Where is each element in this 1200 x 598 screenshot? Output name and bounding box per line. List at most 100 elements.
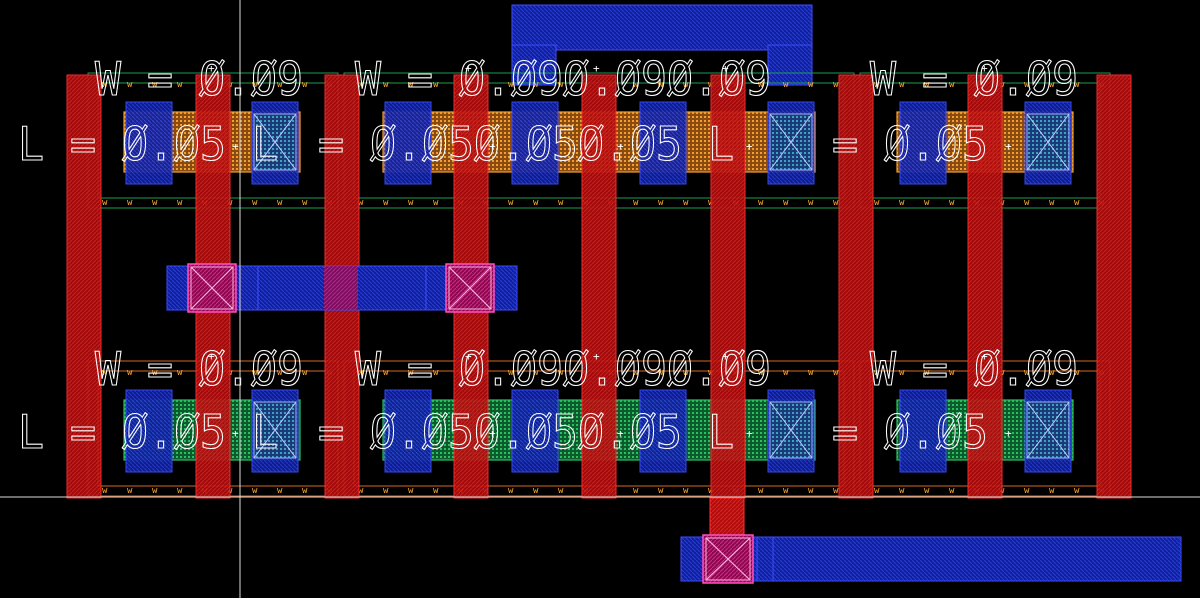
- plus-icon: +: [1005, 427, 1012, 440]
- contact-region: [639, 389, 687, 473]
- well-mark: w: [899, 486, 905, 496]
- x-box-icon: [769, 401, 813, 459]
- well-mark: w: [658, 486, 664, 496]
- bottom-metal-strap[interactable]: [680, 497, 1182, 582]
- plus-icon: +: [232, 427, 239, 440]
- well-mark: w: [833, 368, 839, 378]
- contact-region: [511, 101, 559, 185]
- well-mark: w: [558, 368, 564, 378]
- well-mark: w: [899, 368, 905, 378]
- plus-icon: +: [593, 62, 600, 75]
- well-mark: w: [558, 486, 564, 496]
- well-mark: w: [383, 198, 389, 208]
- length-label: L = Ø.Ø5 L: [18, 117, 278, 171]
- poly-gate: [1096, 74, 1132, 499]
- well-mark: w: [1049, 368, 1055, 378]
- plus-icon: +: [722, 62, 729, 75]
- well-mark: w: [949, 198, 955, 208]
- well-mark: w: [152, 368, 158, 378]
- well-mark: w: [899, 198, 905, 208]
- plus-icon: +: [746, 140, 753, 153]
- well-mark: w: [874, 486, 880, 496]
- well-mark: w: [277, 198, 283, 208]
- well-mark: w: [633, 198, 639, 208]
- well-mark: w: [277, 368, 283, 378]
- poly-gate: [710, 74, 746, 499]
- well-mark: w: [152, 486, 158, 496]
- plus-icon: +: [465, 350, 472, 363]
- plus-icon: +: [1005, 140, 1012, 153]
- well-mark: w: [683, 198, 689, 208]
- well-mark: w: [252, 368, 258, 378]
- well-mark: w: [127, 198, 133, 208]
- well-mark: w: [102, 198, 108, 208]
- well-mark: w: [949, 368, 955, 378]
- well-mark: w: [658, 368, 664, 378]
- contact-region: [899, 101, 947, 185]
- length-label: = Ø.Ø5Ø.Ø5Ø.Ø5 L: [318, 405, 734, 459]
- length-label: = Ø.Ø5Ø.Ø5Ø.Ø5 L: [318, 117, 734, 171]
- well-mark: w: [949, 486, 955, 496]
- well-mark: w: [1024, 368, 1030, 378]
- via-left[interactable]: [187, 263, 237, 313]
- well-mark: w: [1049, 198, 1055, 208]
- well-mark: w: [658, 80, 664, 90]
- well-mark: w: [127, 80, 133, 90]
- well-mark: w: [102, 486, 108, 496]
- well-mark: w: [758, 198, 764, 208]
- length-label: = Ø.Ø5: [832, 405, 988, 459]
- poly-gate: [581, 74, 617, 499]
- well-mark: w: [177, 80, 183, 90]
- top-metal-strap[interactable]: [511, 4, 813, 86]
- well-mark: w: [533, 486, 539, 496]
- well-mark: w: [408, 368, 414, 378]
- x-box-icon: [1026, 113, 1070, 171]
- well-mark: w: [383, 80, 389, 90]
- well-mark: w: [758, 368, 764, 378]
- well-mark: w: [1049, 486, 1055, 496]
- well-mark: w: [1074, 198, 1080, 208]
- well-mark: w: [1074, 80, 1080, 90]
- well-mark: w: [302, 368, 308, 378]
- well-mark: w: [783, 80, 789, 90]
- diffusion-contacts[interactable]: [125, 101, 1072, 473]
- plus-icon: +: [746, 427, 753, 440]
- well-mark: w: [924, 80, 930, 90]
- well-mark: w: [508, 368, 514, 378]
- well-mark: w: [508, 486, 514, 496]
- plus-icon: +: [981, 350, 988, 363]
- well-mark: w: [533, 80, 539, 90]
- well-mark: w: [383, 368, 389, 378]
- well-mark: w: [533, 198, 539, 208]
- via-bottom[interactable]: [702, 534, 754, 584]
- well-mark: w: [808, 198, 814, 208]
- well-mark: w: [558, 198, 564, 208]
- well-mark: w: [758, 486, 764, 496]
- plus-icon: +: [208, 62, 215, 75]
- well-mark: w: [508, 80, 514, 90]
- well-mark: w: [683, 368, 689, 378]
- width-label: W = Ø.Ø9: [95, 342, 303, 396]
- well-mark: w: [508, 198, 514, 208]
- well-mark: w: [302, 486, 308, 496]
- plus-icon: +: [722, 350, 729, 363]
- well-mark: w: [177, 486, 183, 496]
- well-mark: w: [633, 368, 639, 378]
- contact-region: [384, 389, 432, 473]
- well-mark: w: [1024, 80, 1030, 90]
- well-mark: w: [558, 80, 564, 90]
- contact-region: [899, 389, 947, 473]
- well-mark: w: [783, 198, 789, 208]
- well-mark: w: [874, 80, 880, 90]
- well-mark: w: [683, 80, 689, 90]
- well-mark: w: [102, 80, 108, 90]
- well-mark: w: [683, 486, 689, 496]
- well-mark: w: [358, 486, 364, 496]
- well-mark: w: [277, 80, 283, 90]
- well-mark: w: [433, 198, 439, 208]
- width-label: W = Ø.Ø9Ø.Ø9Ø.Ø9: [355, 342, 771, 396]
- well-mark: w: [924, 198, 930, 208]
- well-mark: w: [658, 198, 664, 208]
- via-right[interactable]: [445, 263, 495, 313]
